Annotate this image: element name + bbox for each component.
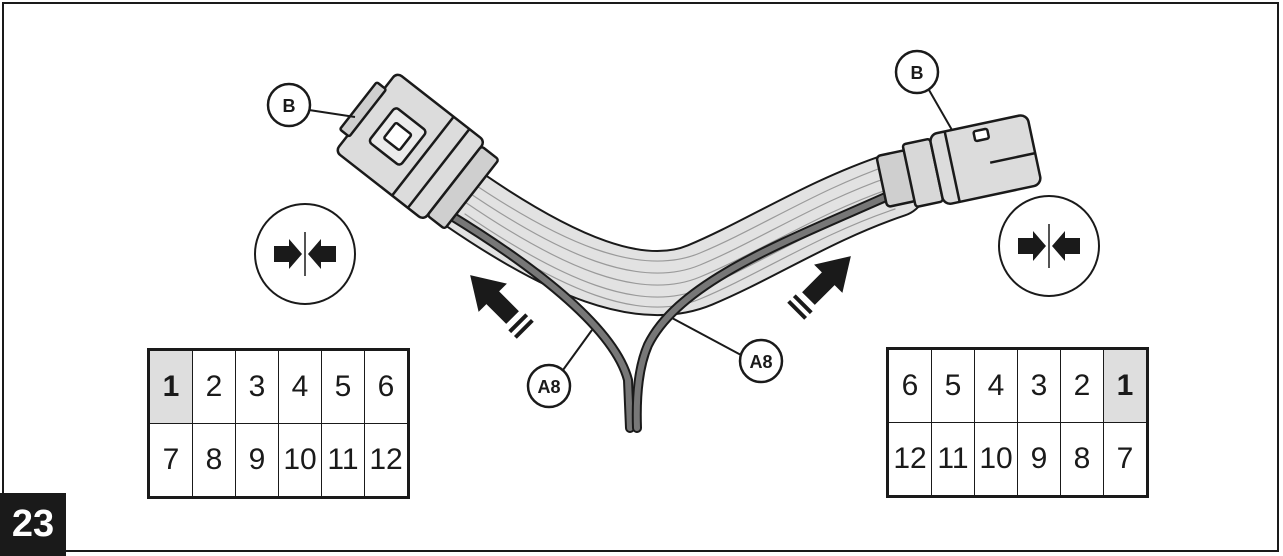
connector-latch [972, 127, 990, 143]
harness-ribbon-line [464, 162, 896, 262]
connector-tab [339, 81, 387, 138]
harness-ribbon-line [464, 208, 896, 308]
insert-direction-arrow-icon [787, 256, 851, 320]
harness-ribbon-fill [434, 154, 926, 315]
pin-cell: 2 [192, 349, 236, 424]
pin-cell: 5 [931, 348, 975, 423]
pin-cell: 9 [235, 423, 279, 498]
figure-number-badge: 23 [0, 493, 66, 556]
connector-body [929, 114, 1042, 205]
arrow-head [470, 275, 519, 324]
pin-cell: 3 [235, 349, 279, 424]
leader-a8-right [671, 317, 742, 356]
pin-cell: 12 [887, 422, 932, 497]
callout-label: B [911, 63, 924, 83]
pin-cell: 4 [974, 348, 1018, 423]
callout-leaders [308, 89, 953, 371]
pin-row: 12 11 10 9 8 7 [887, 422, 1148, 497]
pin-cell: 6 [364, 349, 409, 424]
callout-circle [894, 49, 940, 95]
pin-cell: 2 [1060, 348, 1104, 423]
insert-direction-arrow-icon [470, 275, 534, 339]
pin-cell: 4 [278, 349, 322, 424]
callout-a8-right: A8 [738, 338, 784, 384]
pin-cell-highlighted: 1 [148, 349, 193, 424]
connector-latch-window [383, 121, 413, 151]
pin-cell: 8 [1060, 422, 1104, 497]
callout-label: A8 [537, 377, 560, 397]
leader-a8-left [562, 329, 593, 371]
callout-label: B [283, 96, 296, 116]
pin-cell: 11 [931, 422, 975, 497]
pin-cell: 8 [192, 423, 236, 498]
harness-ribbon-line [464, 186, 896, 286]
wire-harness [432, 152, 928, 433]
connector-slot [989, 151, 1036, 164]
arrow-tick [513, 318, 534, 339]
connector-b-left [336, 73, 499, 230]
pin-cell: 3 [1017, 348, 1061, 423]
connect-arrow-right [274, 239, 302, 269]
pin-cell: 7 [148, 423, 193, 498]
pin-cell-highlighted: 1 [1103, 348, 1148, 423]
pin-cell: 11 [321, 423, 365, 498]
connect-arrow-right [1018, 231, 1046, 261]
pin-cell: 10 [974, 422, 1018, 497]
pin-row: 6 5 4 3 2 1 [887, 348, 1148, 423]
connector-collar [427, 146, 499, 230]
connect-arrow-left [308, 239, 336, 269]
callout-b-left: B [266, 82, 312, 128]
connector-ridge [943, 131, 961, 203]
wire-a8-left-fill [447, 212, 633, 431]
arrow-tick [787, 299, 808, 320]
harness-ribbon-line [464, 174, 896, 274]
arrow-head [802, 256, 851, 305]
connect-arrows-icon [254, 203, 356, 305]
pin-cell: 6 [887, 348, 932, 423]
callout-a8-left: A8 [526, 363, 572, 409]
pin-row: 7 8 9 10 11 12 [148, 423, 409, 498]
pin-cell: 10 [278, 423, 322, 498]
pin-table-right: 6 5 4 3 2 1 12 11 10 9 8 7 [886, 347, 1149, 498]
pin-cell: 7 [1103, 422, 1148, 497]
callout-circle [266, 82, 312, 128]
arrow-tick [508, 313, 529, 334]
connector-b-right [875, 114, 1042, 208]
leader-b-left [308, 109, 356, 118]
pin-table-left: 1 2 3 4 5 6 7 8 9 10 11 12 [147, 348, 410, 499]
callout-circle [738, 338, 784, 384]
callout-circle [526, 363, 572, 409]
leader-b-right [928, 89, 953, 131]
connect-arrows-icon [998, 195, 1100, 297]
callout-b-right: B [894, 49, 940, 95]
pin-row: 1 2 3 4 5 6 [148, 349, 409, 424]
callout-label: A8 [749, 352, 772, 372]
connector-ridge [391, 115, 455, 197]
pin-cell: 9 [1017, 422, 1061, 497]
pin-cell: 5 [321, 349, 365, 424]
connector-ridge [406, 128, 471, 209]
wire-a8-right-fill [633, 192, 893, 431]
pin-cell: 12 [364, 423, 409, 498]
connect-arrow-left [1052, 231, 1080, 261]
arrow-tick [792, 294, 813, 315]
